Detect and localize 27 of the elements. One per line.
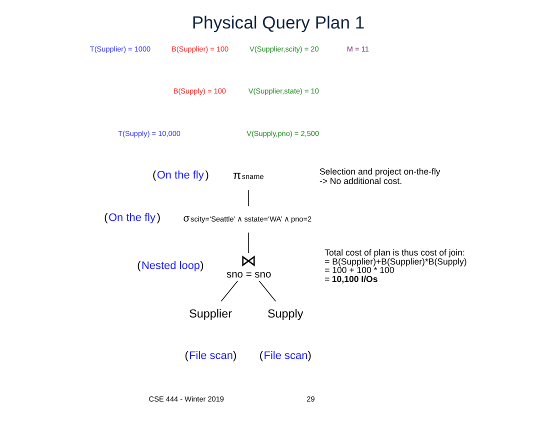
label: B(Supplier) = 100 <box>172 44 229 54</box>
node-text: Supply <box>267 307 304 320</box>
label: Total cost of plan is thus cost of join: = B(Supplier)+B(Supplier)*B(Supply) = 100 + 100 * 100 = 10,100 I/Os <box>324 248 467 284</box>
label: T(Supply) = 10,000 <box>118 129 180 138</box>
node-text: Supplier <box>189 307 232 320</box>
node-label: (File scan) <box>184 350 237 362</box>
label: CSE 444 - Winter 2019 <box>148 394 224 404</box>
label: T(Supplier) = 1000 <box>90 44 151 54</box>
diagram-title: Physical Query Plan 1 <box>192 12 365 32</box>
connector <box>258 280 276 302</box>
node-text: πsname <box>233 168 264 182</box>
label: V(Supplier,scity) = 20 <box>250 44 319 54</box>
label: Selection and project on-the-fly -> No additional cost. <box>319 166 440 186</box>
node-label: (On the fly) <box>152 170 209 182</box>
node-text: ⋈ sno = sno <box>226 252 272 280</box>
connector <box>248 190 249 206</box>
node-label: (Nested loop) <box>137 260 204 272</box>
node-text: σscity=‘Seattle’ ∧ sstate=‘WA’ ∧ pno=2 <box>183 213 312 224</box>
node-label: (On the fly) <box>104 212 161 224</box>
label: 29 <box>306 394 315 404</box>
connector <box>248 232 249 254</box>
connector <box>220 280 238 302</box>
label: V(Supply,pno) = 2,500 <box>246 129 320 138</box>
node-label: (File scan) <box>259 350 312 362</box>
label: V(Supplier,state) = 10 <box>248 86 319 96</box>
label: B(Supply) = 100 <box>173 86 226 96</box>
label: M = 11 <box>346 44 369 54</box>
